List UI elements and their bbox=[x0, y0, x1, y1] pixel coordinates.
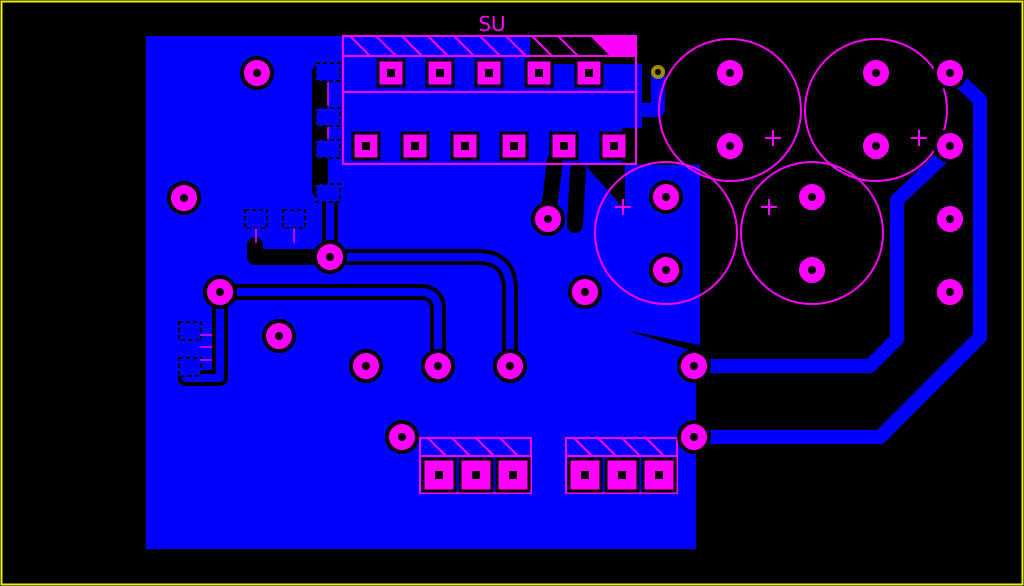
capacitor-c3 bbox=[594, 161, 738, 305]
transistor-q1 bbox=[419, 437, 532, 494]
capacitor-c2 bbox=[804, 38, 948, 182]
smd-silk-marks bbox=[200, 82, 329, 361]
capacitor-c1 bbox=[658, 38, 802, 182]
ic-pad-drills bbox=[362, 69, 618, 150]
ic-pads bbox=[351, 58, 629, 161]
ic-label: SU bbox=[478, 12, 505, 36]
via-drill bbox=[655, 69, 661, 75]
ic-su: SU bbox=[342, 12, 637, 165]
capacitor-c4 bbox=[740, 161, 884, 305]
capacitor-plus-marks bbox=[615, 130, 927, 215]
transistor-q2 bbox=[565, 437, 678, 494]
pad-drills bbox=[180, 69, 954, 441]
capacitors bbox=[594, 38, 948, 305]
